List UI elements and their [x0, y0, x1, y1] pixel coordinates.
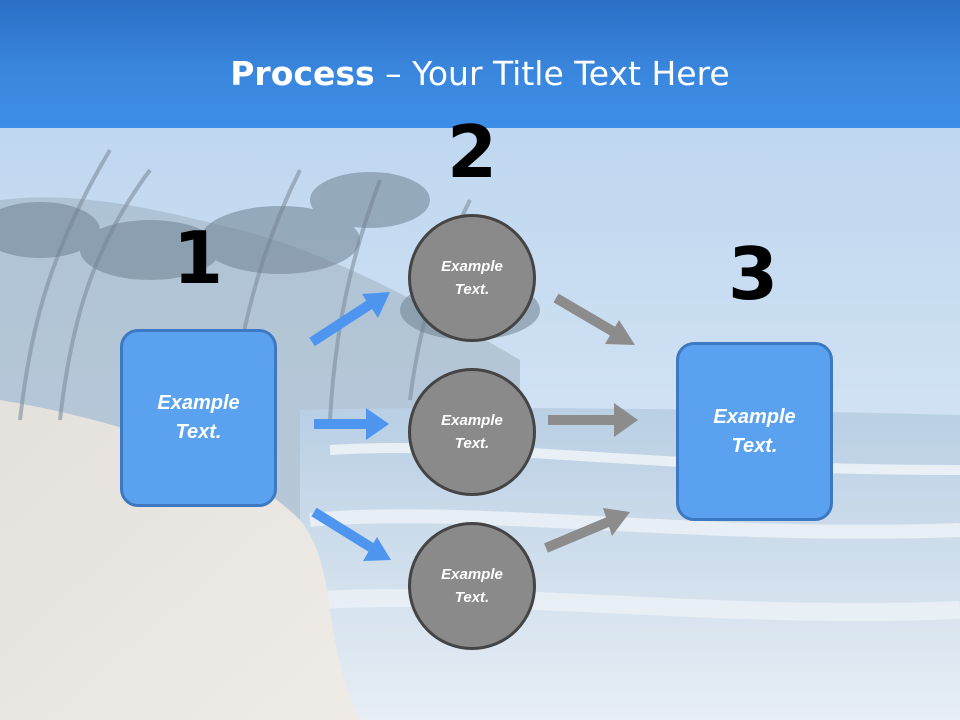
arrow-left-to-top-icon [309, 292, 390, 347]
circle-top-line1: Example [441, 258, 503, 275]
title-bar [0, 0, 960, 128]
arrow-top-to-right-icon [553, 293, 635, 345]
step-number-2: 2 [446, 110, 498, 194]
left-box-line1: Example [157, 392, 240, 414]
right-box: Example Text. [676, 342, 833, 521]
title-rest: – Your Title Text Here [374, 54, 730, 93]
circle-bottom-line1: Example [441, 566, 503, 583]
left-box: Example Text. [120, 329, 277, 507]
left-box-line2: Text. [175, 421, 222, 443]
slide-title: Process – Your Title Text Here [0, 48, 960, 100]
arrow-left-to-middle-icon [314, 408, 389, 440]
step-number-1: 1 [172, 216, 224, 300]
circle-bottom-line2: Text. [454, 589, 490, 606]
circle-middle-line2: Text. [454, 435, 490, 452]
arrow-bottom-to-right-icon [544, 508, 630, 553]
step-number-3: 3 [727, 232, 779, 316]
circle-top: Example Text. [408, 214, 536, 342]
circle-middle: Example Text. [408, 368, 536, 496]
arrow-left-to-bottom-icon [311, 507, 391, 561]
circle-top-line2: Text. [454, 281, 490, 298]
arrow-middle-to-right-icon [548, 403, 638, 437]
circle-middle-line1: Example [441, 412, 503, 429]
title-bold: Process [230, 54, 375, 93]
right-box-line1: Example [713, 405, 796, 428]
circle-bottom: Example Text. [408, 522, 536, 650]
right-box-line2: Text. [731, 434, 778, 457]
